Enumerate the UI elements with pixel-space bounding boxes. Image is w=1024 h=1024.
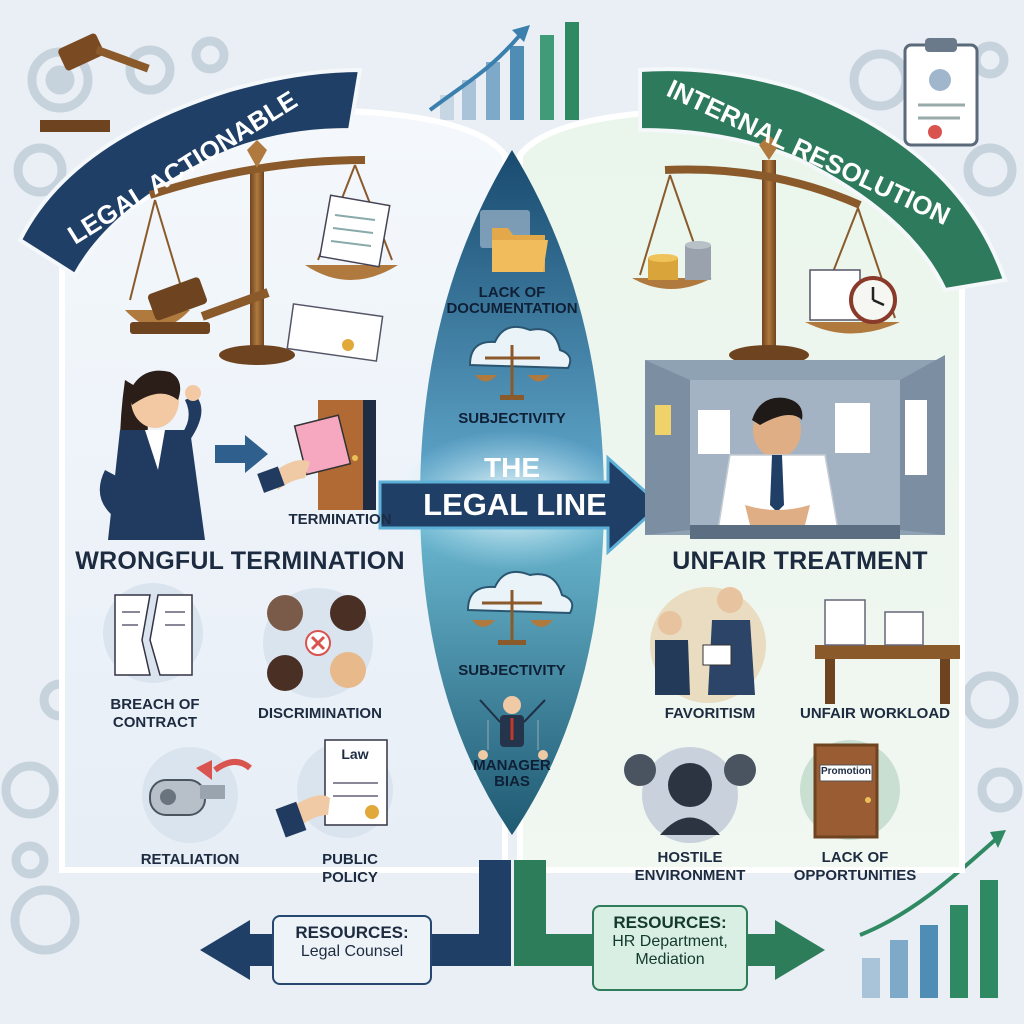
breach-of-contract-label-2: CONTRACT xyxy=(112,714,198,731)
legal-counsel-resources-box: RESOURCES: Legal Counsel xyxy=(272,915,432,985)
scale-cloud-icon-top xyxy=(468,326,572,400)
stressed-woman-illustration xyxy=(99,370,205,540)
hr-resources-box: RESOURCES: HR Department, Mediation xyxy=(592,905,748,991)
law-sign-label: Law xyxy=(341,746,369,762)
lack-of-opportunities-icon xyxy=(800,740,900,840)
hostile-environment-label-2: ENVIRONMENT xyxy=(634,867,746,884)
lack-of-opportunities-label-2: OPPORTUNITIES xyxy=(793,867,917,884)
folder-icon xyxy=(480,210,548,272)
legal-line-title-1: THE xyxy=(484,452,540,483)
gavel-icon xyxy=(130,277,270,334)
desk xyxy=(690,525,900,539)
promotion-sign-label: Promotion xyxy=(821,766,871,777)
breach-of-contract-label-1: BREACH OF xyxy=(110,696,200,713)
discrimination-label: DISCRIMINATION xyxy=(258,705,382,722)
wrongful-termination-heading: WRONGFUL TERMINATION xyxy=(75,547,405,575)
bar-chart-icon-top xyxy=(428,22,579,120)
legal-line-title-2: LEGAL LINE xyxy=(423,487,607,522)
arrow-icon-left xyxy=(215,435,268,473)
whistle-icon xyxy=(142,747,252,843)
right-resources-line1: HR Department, xyxy=(612,933,728,950)
discrimination-icon xyxy=(263,588,373,698)
center-item-subjectivity-bottom: SUBJECTIVITY xyxy=(458,662,566,679)
hostile-environment-icon xyxy=(624,747,756,843)
left-scale-icon xyxy=(125,140,398,365)
center-item-subjectivity-top: SUBJECTIVITY xyxy=(458,410,566,427)
clock-icon xyxy=(809,269,897,324)
unfair-treatment-heading: UNFAIR TREATMENT xyxy=(672,547,928,575)
document-stack-icon xyxy=(286,303,384,362)
scale-cloud-icon-bottom xyxy=(466,571,574,645)
left-resources-line1: Legal Counsel xyxy=(300,943,404,960)
stressed-man-illustration xyxy=(717,397,839,531)
gavel-icon-corner xyxy=(40,33,150,132)
right-resources-line2: Mediation xyxy=(635,951,705,968)
left-resources-title: RESOURCES: xyxy=(295,923,409,942)
legal-line-arrow xyxy=(378,454,663,556)
public-policy-label-2: POLICY xyxy=(322,869,378,886)
breach-of-contract-icon xyxy=(103,583,203,683)
termination-label: TERMINATION xyxy=(288,511,392,528)
unfair-workload-label: UNFAIR WORKLOAD xyxy=(800,705,950,722)
center-item-manager-bias: MANAGER BIAS xyxy=(473,757,551,791)
puppet-manager-icon xyxy=(478,696,548,760)
unfair-workload-icon xyxy=(815,599,960,704)
internal-resolution-banner xyxy=(638,67,1008,293)
retaliation-label: RETALIATION xyxy=(140,851,240,868)
legal-actionable-banner xyxy=(17,67,363,278)
hostile-environment-label-1: HOSTILE xyxy=(657,849,723,866)
termination-notice-icon xyxy=(257,400,376,510)
public-policy-law-icon xyxy=(275,739,393,838)
favoritism-icon xyxy=(650,587,766,703)
center-item-lack-of-documentation: LACK OF DOCUMENTATION xyxy=(446,284,578,318)
coin-stack-icon xyxy=(648,241,711,280)
bar-chart-icon-bottom xyxy=(859,830,1006,998)
public-policy-label-1: PUBLIC xyxy=(322,851,378,868)
right-resources-title: RESOURCES: xyxy=(613,913,727,932)
lack-of-opportunities-label-1: LACK OF xyxy=(821,849,889,866)
favoritism-label: FAVORITISM xyxy=(664,705,756,722)
clipboard-icon xyxy=(903,38,979,147)
